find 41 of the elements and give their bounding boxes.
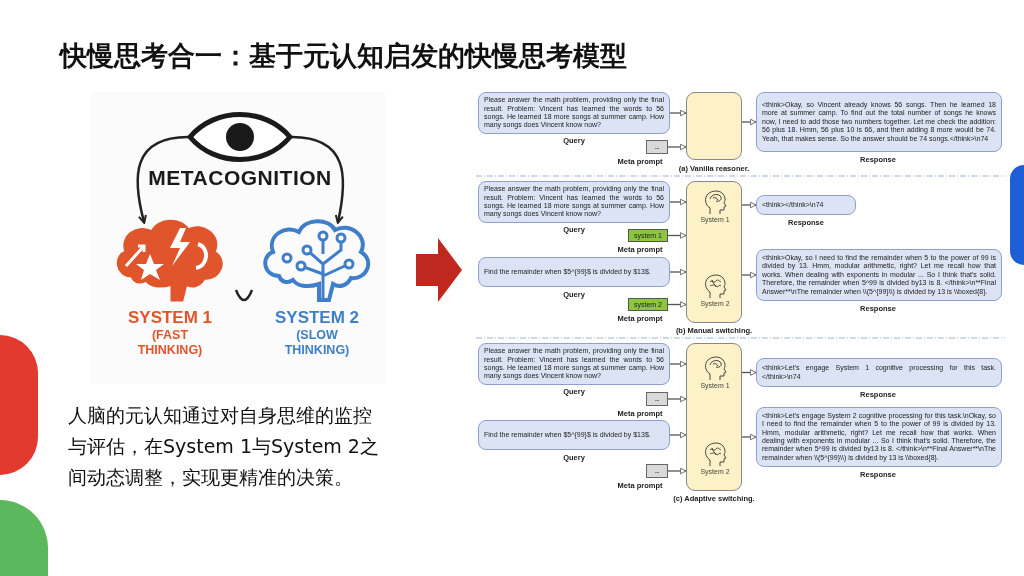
arrow <box>136 135 189 224</box>
system-description: (FAST THINKING) <box>136 328 204 358</box>
hollow-arrow <box>669 109 687 117</box>
model-box <box>686 181 742 323</box>
system-label: SYSTEM 1 <box>126 308 214 328</box>
hollow-arrow <box>667 467 687 475</box>
hollow-arrow <box>669 198 687 206</box>
query-box <box>478 257 670 287</box>
meta-prompt-box <box>646 140 668 154</box>
response-box <box>756 407 1002 467</box>
meta-prompt-box <box>628 229 668 242</box>
response-box <box>756 249 1002 301</box>
hollow-arrow <box>741 201 757 209</box>
hollow-arrow <box>741 369 757 376</box>
hollow-arrow <box>741 271 757 279</box>
hollow-arrow <box>669 268 687 276</box>
query-box <box>478 181 670 223</box>
response-box <box>756 195 856 215</box>
query-box <box>478 420 670 450</box>
meta-prompt-box <box>646 392 668 406</box>
hollow-arrow <box>669 431 687 439</box>
hollow-arrow <box>667 143 687 151</box>
model-box <box>686 343 742 491</box>
query-box <box>478 92 670 134</box>
model-box <box>686 92 742 160</box>
meta-prompt-box <box>628 298 668 311</box>
response-box <box>756 358 1002 387</box>
hollow-arrow <box>669 360 687 368</box>
hollow-arrow <box>667 301 687 308</box>
system-label: SYSTEM 2 <box>273 308 361 328</box>
response-box <box>756 92 1002 152</box>
hollow-arrow <box>667 395 687 403</box>
description-text: 人脑的元认知通过对自身思维的监控与评估，在System 1与System 2之间动态调整，实现更精准的决策。 <box>68 403 380 490</box>
slide-title: 快慢思考合一：基于元认知启发的快慢思考模型 <box>60 39 627 73</box>
heading-text: METACOGNITION <box>147 166 333 190</box>
hollow-arrow <box>741 433 757 441</box>
query-box <box>478 343 670 385</box>
meta-prompt-box <box>646 464 668 478</box>
hollow-arrow <box>741 118 757 126</box>
system-description: (SLOW THINKING) <box>283 328 351 358</box>
arrow <box>291 135 345 224</box>
